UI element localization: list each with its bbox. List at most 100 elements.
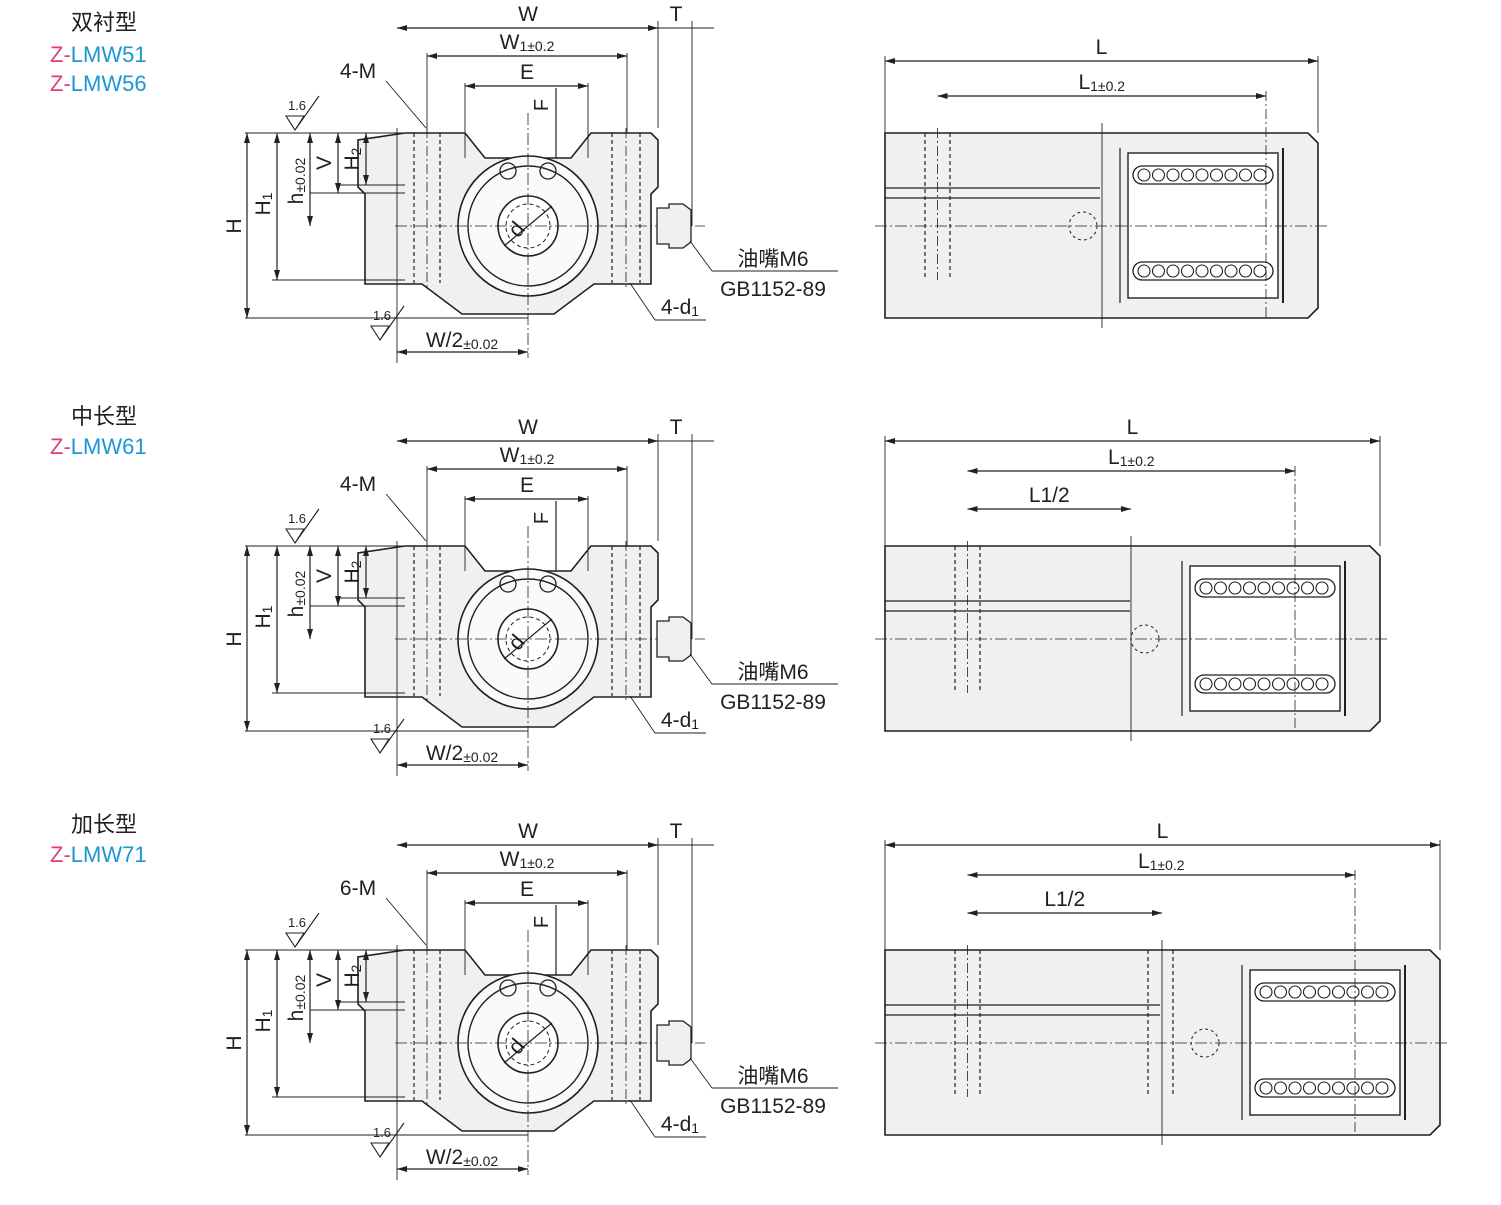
series-name: 中长型 [71, 404, 138, 429]
ball [1273, 985, 1288, 999]
dim-T: T [670, 3, 683, 26]
ball [1300, 581, 1315, 595]
dim-L: L [1157, 820, 1169, 843]
model-code: Z-LMW51 [50, 42, 147, 67]
oil-nipple-label: 油嘴M6 [737, 661, 808, 684]
arrowhead [274, 546, 280, 556]
side-view: LL1±0.2 [875, 36, 1328, 328]
arrowhead [427, 466, 437, 472]
model-code: Z-LMW56 [50, 71, 147, 96]
leader-line [385, 80, 427, 129]
arrowhead [465, 83, 475, 89]
ball [1213, 581, 1228, 595]
dim-text: L [1078, 71, 1090, 94]
dim-W: W [518, 3, 538, 26]
dim-subscript: 1 [691, 716, 699, 732]
dim-F: F [531, 99, 553, 111]
arrowhead [1308, 58, 1318, 64]
bore-dim-line [503, 1022, 553, 1064]
dim-subscript: 2 [348, 560, 364, 568]
dim-subscript: 1±0.2 [519, 451, 554, 467]
model-code: Z-LMW61 [50, 434, 147, 459]
dim-text: W [500, 444, 520, 467]
dim-text: W [500, 31, 520, 54]
dim-text: W/2 [426, 1146, 463, 1169]
dim-H1: H1 [252, 605, 275, 628]
dim-text: 4-d [661, 709, 691, 732]
dim-H2: H2 [341, 964, 364, 987]
ball [1228, 677, 1242, 691]
ball [1360, 985, 1375, 999]
ball-track [1194, 578, 1336, 598]
dim-subscript: 2 [348, 147, 364, 155]
leader-line [385, 897, 427, 946]
arrowhead [1345, 872, 1355, 878]
arrowhead [397, 762, 407, 768]
dim-subscript: 1 [691, 303, 699, 319]
arrowhead [244, 721, 250, 731]
dim-L1: L1±0.2 [1138, 850, 1185, 873]
ball [1259, 985, 1273, 999]
roughness-value: 1.6 [373, 721, 391, 736]
series-label-long: 加长型 [71, 810, 137, 839]
dim-E: E [520, 474, 534, 497]
dim-text: W [518, 3, 538, 26]
dim-text: 4-d [661, 1113, 691, 1136]
arrowhead [335, 1000, 341, 1010]
ball-track [1254, 1078, 1396, 1098]
dim-subscript: 1±0.2 [1090, 78, 1125, 94]
dim-text: h [285, 606, 308, 618]
dim-subscript: ±0.02 [463, 749, 498, 765]
leader-line [629, 282, 656, 321]
ball-track [1194, 674, 1336, 694]
dim-text: H [252, 200, 275, 215]
dim-subscript: 1±0.2 [519, 38, 554, 54]
ball [1242, 581, 1257, 595]
dim-W1: W1±0.2 [500, 444, 555, 467]
arrowhead [427, 53, 437, 59]
dim-h: h±0.02 [285, 157, 308, 204]
dim-T: T [670, 416, 683, 439]
arrowhead [1152, 910, 1162, 916]
arrowhead [1285, 468, 1295, 474]
arrowhead [648, 25, 658, 31]
arrowhead [967, 910, 978, 916]
ball [1346, 1081, 1360, 1095]
dim-text: V [313, 569, 336, 583]
arrowhead [578, 900, 588, 906]
roughness-value: 1.6 [288, 98, 306, 113]
dim-text: H [223, 631, 246, 646]
ball [1288, 1081, 1302, 1095]
arrowhead [307, 629, 313, 639]
roughness-value: 1.6 [288, 511, 306, 526]
arrowhead [427, 870, 437, 876]
ball [1271, 677, 1286, 691]
ball [1271, 581, 1286, 595]
retaining-screw [539, 979, 557, 997]
dim-H: H [223, 1035, 246, 1050]
ball [1315, 677, 1329, 691]
ball [1331, 1081, 1346, 1095]
retaining-screw [499, 575, 517, 593]
arrowhead [307, 216, 313, 226]
dim-subscript: ±0.02 [292, 157, 308, 192]
arrowhead [363, 950, 369, 960]
roughness-value: 1.6 [373, 308, 391, 323]
dim-H1: H1 [252, 192, 275, 215]
arrowhead [274, 950, 280, 960]
dim-text: H [252, 1017, 275, 1032]
series-name: 双衬型 [71, 10, 138, 35]
dim-H: H [223, 631, 246, 646]
dim-F: F [531, 916, 553, 928]
arrowhead [397, 25, 407, 31]
ball [1137, 264, 1151, 278]
dim-text: H [223, 218, 246, 233]
arrowhead [617, 870, 627, 876]
standard-label: GB1152-89 [720, 278, 826, 301]
dim-W2: W/2±0.02 [426, 329, 498, 352]
arrowhead [518, 1166, 528, 1172]
ball-track [1132, 165, 1274, 185]
arrowhead [648, 438, 658, 444]
dim-text: W [518, 820, 538, 843]
